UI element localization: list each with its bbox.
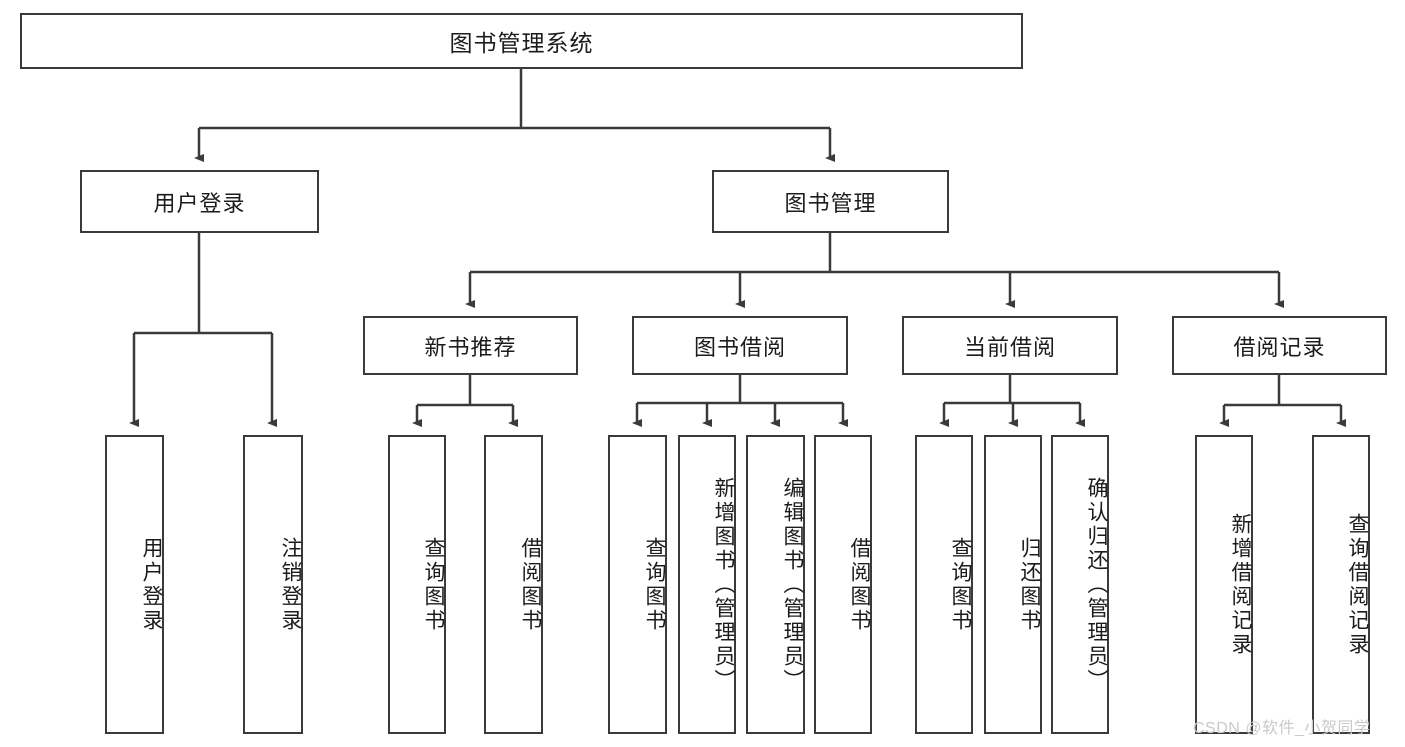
node-label: 查询图书 <box>422 536 445 633</box>
node-new-book-recommend[interactable]: 新书推荐 <box>363 316 578 375</box>
node-leaf-logout[interactable]: 注销登录 <box>243 435 303 734</box>
node-label: 查询图书 <box>643 536 666 633</box>
node-book-borrow[interactable]: 图书借阅 <box>632 316 848 375</box>
node-label: 借阅图书 <box>519 536 542 633</box>
node-label: 用户登录 <box>140 536 163 633</box>
node-label: 确认归还（管理员） <box>1085 476 1108 693</box>
node-current-borrow[interactable]: 当前借阅 <box>902 316 1118 375</box>
node-label: 用户登录 <box>153 190 246 216</box>
node-user-login[interactable]: 用户登录 <box>80 170 319 233</box>
node-leaf-query-book-1[interactable]: 查询图书 <box>388 435 446 734</box>
node-label: 当前借阅 <box>963 334 1056 360</box>
node-leaf-borrow-book-2[interactable]: 借阅图书 <box>814 435 872 734</box>
node-leaf-return-book[interactable]: 归还图书 <box>984 435 1042 734</box>
node-leaf-query-book-2[interactable]: 查询图书 <box>608 435 667 734</box>
node-label: 图书管理 <box>784 190 877 216</box>
node-label: 新增借阅记录 <box>1229 512 1252 657</box>
node-book-management[interactable]: 图书管理 <box>712 170 949 233</box>
node-leaf-add-record[interactable]: 新增借阅记录 <box>1195 435 1253 734</box>
node-label: 新增图书（管理员） <box>712 476 735 693</box>
node-label: 查询图书 <box>949 536 972 633</box>
node-borrow-record[interactable]: 借阅记录 <box>1172 316 1387 375</box>
node-leaf-user-login[interactable]: 用户登录 <box>105 435 164 734</box>
node-leaf-borrow-book-1[interactable]: 借阅图书 <box>484 435 543 734</box>
node-label: 图书管理系统 <box>449 30 594 56</box>
node-label: 图书借阅 <box>693 334 786 360</box>
node-root-title[interactable]: 图书管理系统 <box>20 13 1023 69</box>
node-leaf-query-book-3[interactable]: 查询图书 <box>915 435 973 734</box>
node-label: 借阅记录 <box>1233 334 1326 360</box>
node-label: 注销登录 <box>279 536 302 633</box>
watermark-text: CSDN @软件_小贺同学 <box>1193 720 1371 737</box>
node-label: 归还图书 <box>1018 536 1041 633</box>
node-label: 新书推荐 <box>424 334 517 360</box>
node-label: 编辑图书（管理员） <box>781 476 804 693</box>
node-leaf-query-record[interactable]: 查询借阅记录 <box>1312 435 1370 734</box>
node-leaf-edit-book[interactable]: 编辑图书（管理员） <box>746 435 805 734</box>
node-label: 查询借阅记录 <box>1346 512 1369 657</box>
node-label: 借阅图书 <box>848 536 871 633</box>
node-leaf-add-book[interactable]: 新增图书（管理员） <box>678 435 736 734</box>
node-leaf-confirm-return[interactable]: 确认归还（管理员） <box>1051 435 1109 734</box>
